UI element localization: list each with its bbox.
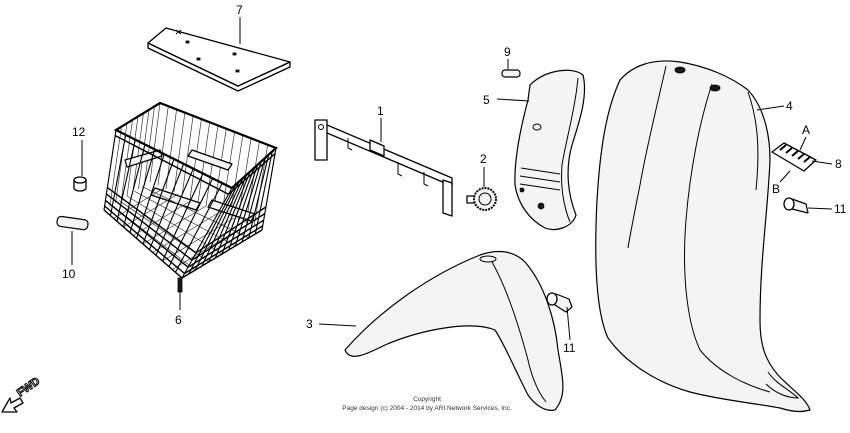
grommet-body: [554, 293, 573, 313]
copyright-line-1: Copyright: [413, 396, 441, 403]
callout-4[interactable]: 4: [786, 99, 793, 113]
callout-3[interactable]: 3: [306, 317, 313, 331]
leg-shield-tab: [709, 84, 721, 92]
callout-letter-b[interactable]: B: [772, 182, 780, 196]
cover-ribs: [519, 167, 561, 191]
basket-inner-bar: [187, 149, 233, 171]
plate-x-mark: [175, 29, 182, 35]
leader-lines: [71, 17, 833, 341]
leg-shield-foot-loop: [765, 371, 800, 399]
part-11-grommet-lower: [546, 292, 573, 313]
callout-12[interactable]: 12: [72, 125, 86, 139]
cover-slot: [532, 123, 542, 131]
fwd-label: FWD: [15, 375, 42, 399]
fwd-marker: FWD: [1, 375, 43, 413]
callout-7[interactable]: 7: [236, 3, 243, 17]
part-9-pad: [501, 69, 521, 78]
grommet-head: [783, 197, 795, 211]
fwd-arrow-icon: [1, 397, 24, 413]
leader-11-lower: [566, 306, 571, 341]
basket-rings: [103, 134, 276, 279]
callout-6[interactable]: 6: [175, 313, 182, 327]
leader-5: [496, 98, 530, 102]
leg-shield-rim: [747, 91, 759, 191]
cover-edge: [561, 77, 579, 223]
knob-body: [473, 187, 497, 211]
fender-body: [344, 250, 564, 411]
part-2-knob: [466, 187, 497, 211]
basket-wires-front: [103, 129, 277, 279]
knob-center: [478, 192, 492, 206]
cover-hole: [537, 202, 545, 210]
callout-2[interactable]: 2: [480, 152, 487, 166]
leg-shield-body: [595, 60, 811, 413]
callout-5[interactable]: 5: [483, 93, 490, 107]
leader-8: [811, 160, 833, 165]
callout-labels: 7 9 1 5 4 12 2 A 8 B 11 10 6 3 11: [62, 3, 847, 355]
leader-a: [799, 136, 807, 151]
leg-shield-crease-left: [627, 65, 667, 249]
part-4-leg-shield: [595, 60, 811, 413]
emblem-body: [771, 142, 817, 172]
part-12-nut: [73, 176, 87, 192]
leader-b: [779, 170, 791, 183]
callout-8[interactable]: 8: [835, 157, 842, 171]
plate-hole: [232, 52, 237, 56]
plate-hole: [235, 69, 240, 73]
part-11-grommet-upper: [783, 197, 809, 214]
callout-1[interactable]: 1: [377, 104, 384, 118]
basket-mount-hook: [177, 277, 183, 293]
plate-hole: [196, 57, 201, 61]
part-6-basket: [103, 101, 279, 293]
bracket-hook: [347, 138, 429, 187]
part-8-emblem: [771, 142, 817, 172]
leader-3: [318, 323, 357, 327]
leg-shield-crease-right: [684, 83, 771, 393]
part-1-bracket: [314, 119, 453, 217]
part-3-front-fender: [344, 250, 564, 411]
callout-letter-a[interactable]: A: [802, 123, 810, 137]
part-7-plate: [147, 27, 291, 92]
emblem-stripes: [779, 144, 811, 163]
leader-11-upper: [807, 207, 833, 210]
plate-top: [147, 27, 291, 87]
plate-hole: [185, 40, 190, 44]
callout-11-upper[interactable]: 11: [834, 202, 847, 216]
leg-shield-tab: [674, 66, 686, 74]
callout-10[interactable]: 10: [62, 267, 76, 281]
cover-body: [514, 69, 586, 231]
nut-top: [73, 176, 87, 184]
basket-inner-bar: [150, 187, 201, 211]
cover-hole: [519, 187, 525, 193]
leader-4: [756, 105, 785, 111]
copyright-line-2: Page design (c) 2004 - 2014 by ARI Netwo…: [342, 405, 512, 412]
part-10-pad: [56, 215, 89, 231]
fender-slot: [479, 255, 497, 263]
bracket-bar: [319, 121, 453, 187]
basket-top-rim: [113, 101, 279, 190]
part-5-cover: [514, 69, 586, 231]
fender-crease: [491, 261, 547, 403]
bracket-left-leg: [314, 119, 328, 161]
bracket-left-hole: [318, 124, 324, 130]
callout-9[interactable]: 9: [504, 45, 511, 59]
grommet-head: [546, 292, 558, 306]
bracket-clip: [369, 139, 385, 157]
bracket-right-leg: [442, 179, 453, 217]
callout-11-lower[interactable]: 11: [563, 341, 576, 355]
copyright-block: Copyright Page design (c) 2004 - 2014 by…: [342, 396, 512, 412]
